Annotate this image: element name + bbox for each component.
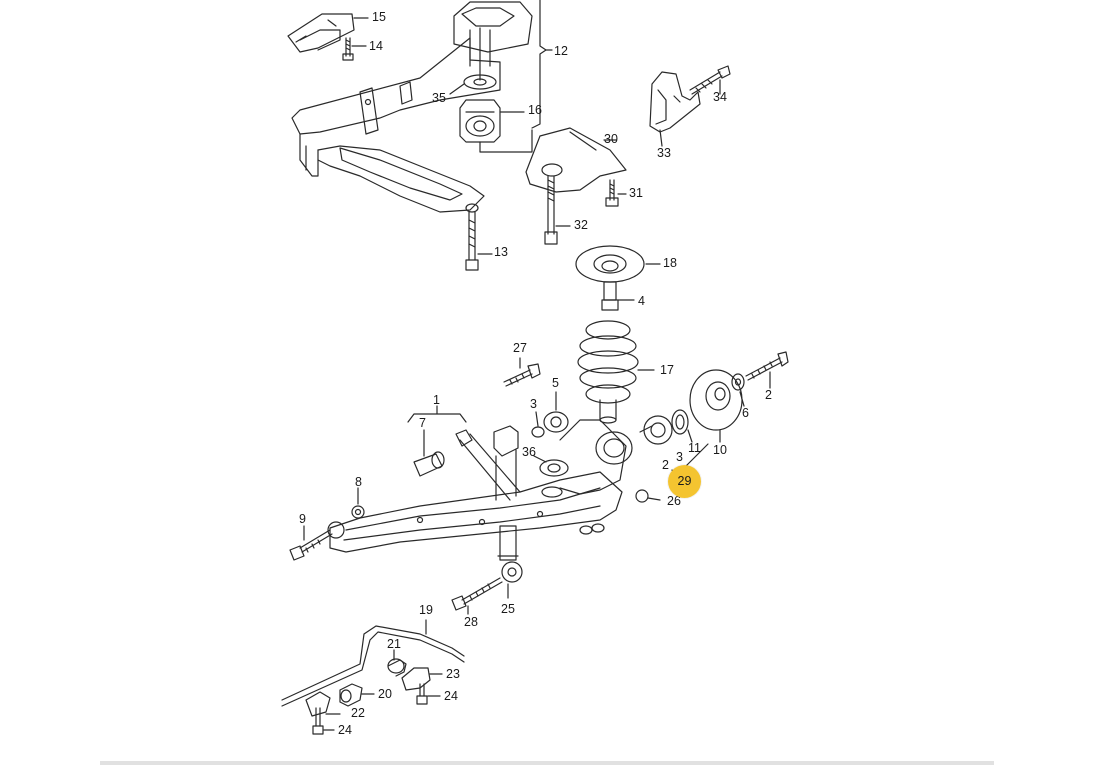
bolt-2 [745, 351, 789, 389]
callout-33: 33 [657, 146, 671, 160]
callout-20: 20 [378, 687, 392, 701]
callout-7: 7 [419, 416, 426, 430]
callout-17: 17 [660, 363, 674, 377]
callout-2a: 2 [765, 388, 772, 402]
shock-lower-25 [497, 525, 523, 599]
lower-control-arm [329, 419, 627, 553]
callout-8: 8 [355, 475, 362, 489]
mount-bracket-15 [287, 13, 369, 53]
callout-12: 12 [554, 44, 568, 58]
bolt-31 [605, 179, 627, 207]
nut-26 [635, 489, 661, 503]
callout-24a: 24 [444, 689, 458, 703]
hotspot-29-badge[interactable] [668, 465, 701, 498]
bush-8 [351, 487, 365, 519]
bottom-divider [100, 761, 994, 765]
clamp-23 [401, 667, 443, 691]
arm-bushings [595, 415, 673, 465]
callout-26: 26 [667, 494, 681, 508]
callout-25: 25 [501, 602, 515, 616]
bolt-27 [503, 357, 541, 387]
callout-19: 19 [419, 603, 433, 617]
bolt-32 [544, 175, 571, 245]
callout-3b: 3 [676, 450, 683, 464]
callout-14: 14 [369, 39, 383, 53]
callout-36: 36 [522, 445, 536, 459]
clamp-21 [387, 649, 407, 677]
washer-35 [449, 74, 497, 95]
callout-2b: 2 [662, 458, 669, 472]
bushing-16 [459, 99, 533, 153]
clamp-22 [305, 691, 341, 717]
callout-15: 15 [372, 10, 386, 24]
bolt-13 [465, 203, 493, 271]
callout-22: 22 [351, 706, 365, 720]
stabilizer-bar-19 [281, 619, 465, 707]
bush-20 [339, 683, 375, 707]
bracket-1 [407, 405, 467, 423]
bolt-24a [416, 683, 441, 705]
callout-28: 28 [464, 615, 478, 629]
callout-4: 4 [638, 294, 645, 308]
spring-seat-18 [575, 245, 661, 283]
callout-23: 23 [446, 667, 460, 681]
bracket-30 [525, 127, 627, 193]
callout-21: 21 [387, 637, 401, 651]
washer-6 [731, 373, 745, 407]
washer-3a [531, 411, 545, 438]
hub-10 [689, 369, 743, 443]
callout-27: 27 [513, 341, 527, 355]
bracket-33 [649, 71, 701, 147]
callout-9: 9 [299, 512, 306, 526]
callout-31: 31 [629, 186, 643, 200]
callout-5: 5 [552, 376, 559, 390]
bracket-12 [531, 0, 547, 129]
callout-35: 35 [432, 91, 446, 105]
subframe-drawing [291, 37, 501, 213]
coil-spring-17 [577, 320, 655, 424]
callout-18: 18 [663, 256, 677, 270]
callout-3a: 3 [530, 397, 537, 411]
callout-34: 34 [713, 90, 727, 104]
bolt-24b [312, 707, 335, 735]
bolt-34 [689, 65, 731, 95]
callout-13: 13 [494, 245, 508, 259]
bushing-36 [493, 425, 569, 501]
callout-24b: 24 [338, 723, 352, 737]
ring-11 [671, 409, 693, 443]
nut-4 [601, 281, 635, 311]
callout-11: 11 [688, 441, 701, 455]
callout-6: 6 [742, 406, 749, 420]
callout-10: 10 [713, 443, 727, 457]
bush-5 [543, 391, 569, 433]
hotspot-29-label[interactable]: 29 [677, 474, 692, 488]
mount-12 [453, 1, 533, 81]
bolt-28 [451, 577, 503, 615]
callout-1: 1 [433, 393, 440, 407]
bush-7 [413, 429, 445, 477]
callout-30: 30 [604, 132, 618, 146]
callout-32: 32 [574, 218, 588, 232]
bolt-14 [342, 37, 367, 61]
bolt-9 [289, 521, 345, 561]
callout-16: 16 [528, 103, 542, 117]
